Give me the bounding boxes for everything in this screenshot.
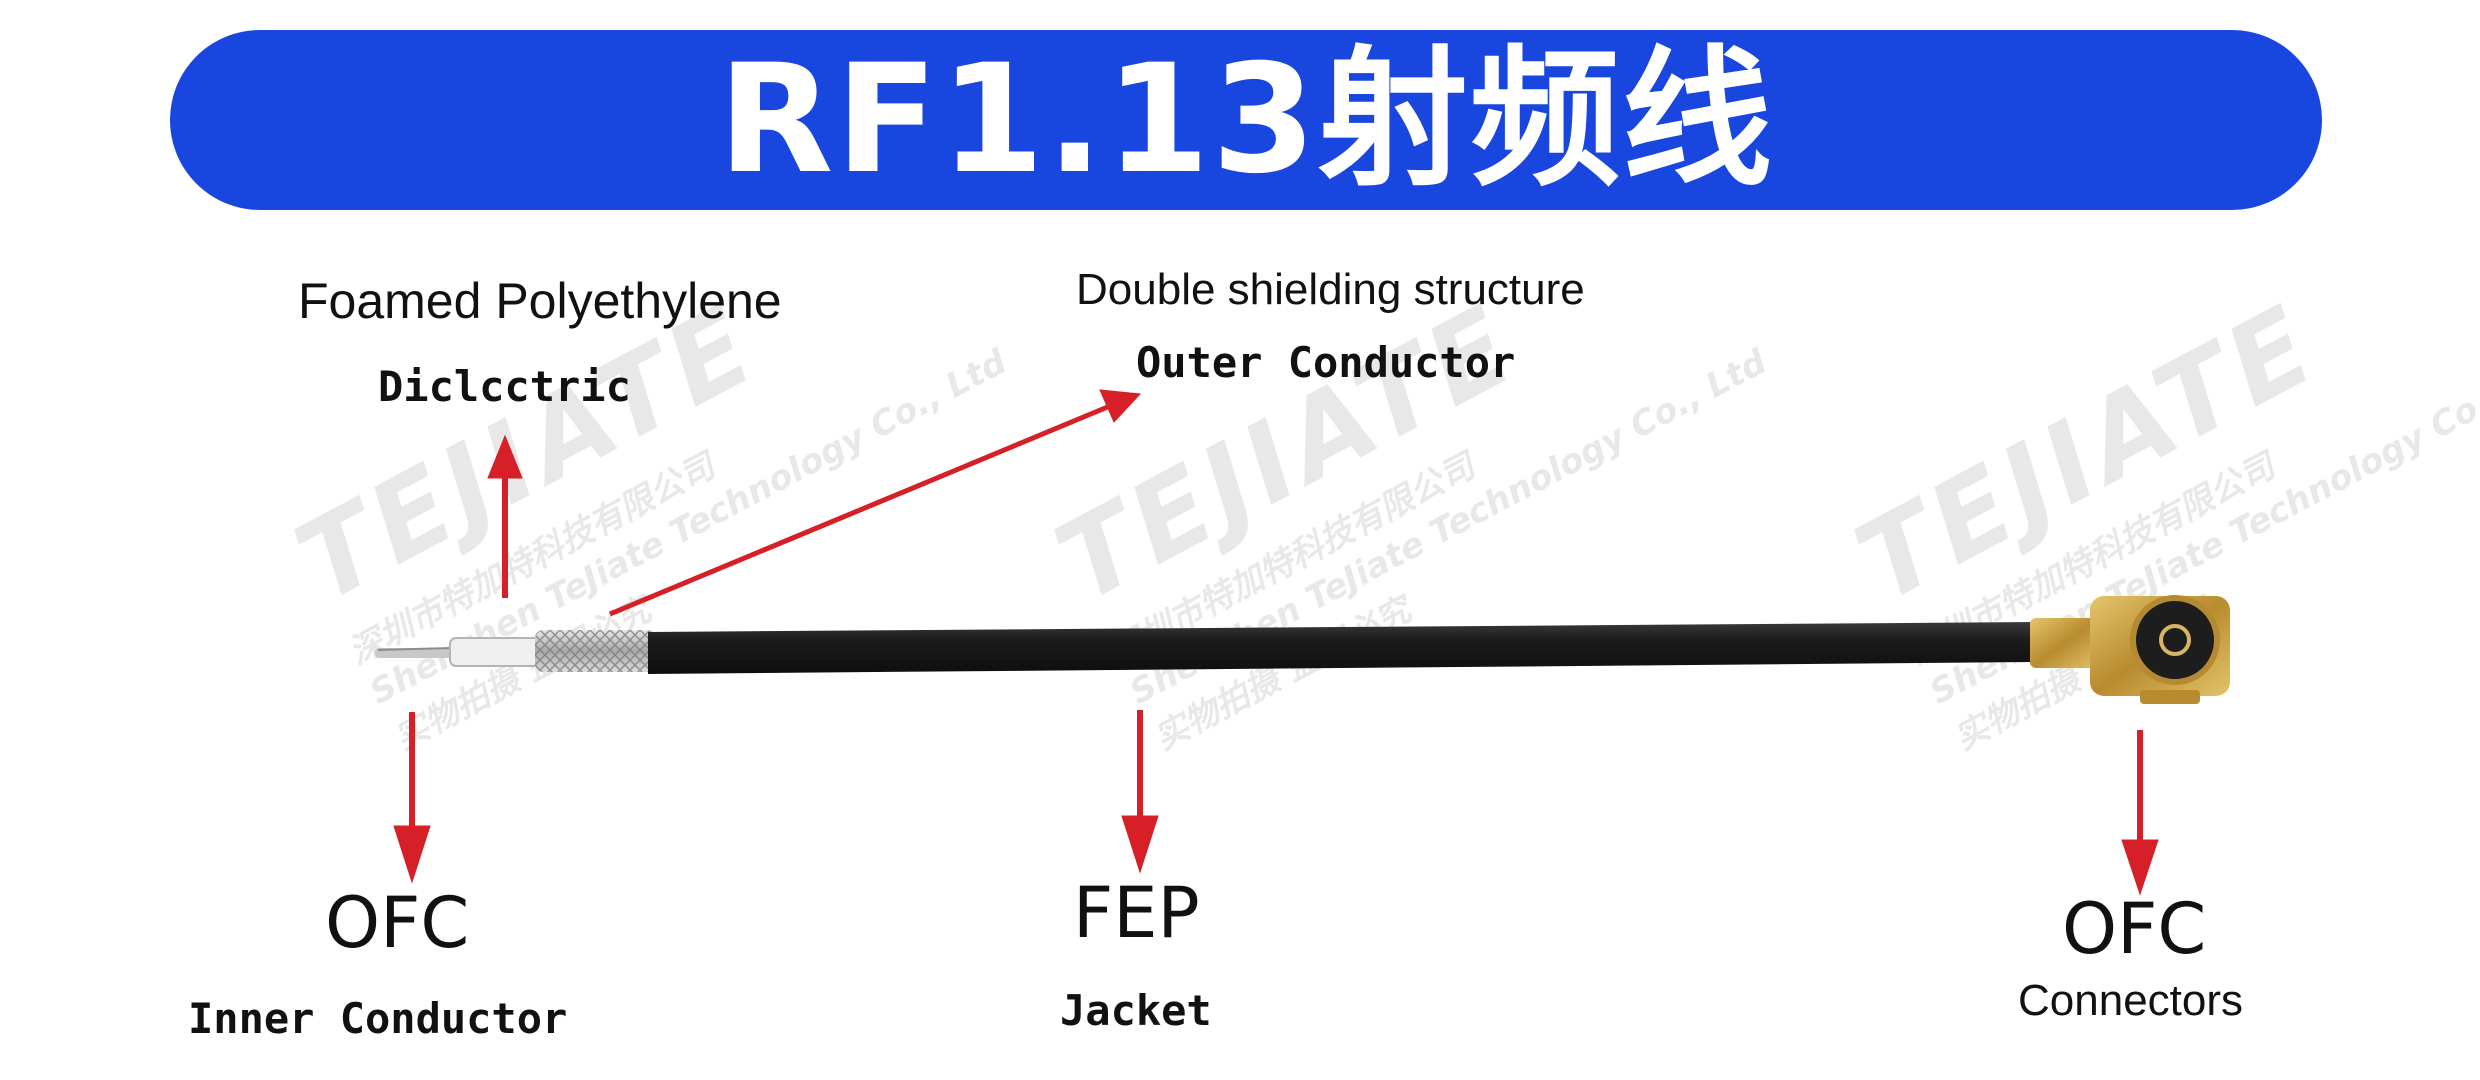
- page-title: RF1.13射频线: [717, 33, 1775, 207]
- label-inner-material: OFC: [325, 882, 470, 964]
- dielectric-layer: [449, 637, 541, 667]
- arrow-connector: [2121, 730, 2159, 896]
- cable-jacket: [648, 622, 2045, 674]
- arrow-inner-conductor: [393, 712, 431, 884]
- label-jacket-part: Jacket: [1060, 986, 1212, 1035]
- connector-body: [2030, 595, 2230, 704]
- title-banner: RF1.13射频线: [170, 30, 2322, 210]
- inner-conductor-wire: [375, 647, 455, 658]
- label-shield-material: Double shielding structure: [1076, 265, 1585, 314]
- label-jacket-material: FEP: [1073, 872, 1200, 954]
- arrow-outer-conductor: [609, 389, 1142, 617]
- label-connector-material: OFC: [2062, 888, 2207, 970]
- label-dielectric-part: Diclcctric: [378, 362, 631, 411]
- label-connector-part: Connectors: [2018, 976, 2244, 1025]
- arrow-dielectric: [487, 434, 523, 598]
- label-shield-part: Outer Conductor: [1136, 338, 1516, 387]
- label-dielectric-material: Foamed Polyethylene: [298, 273, 782, 329]
- arrow-jacket: [1121, 710, 1159, 874]
- outer-shield-braid: [535, 630, 655, 672]
- label-inner-part: Inner Conductor: [188, 994, 568, 1043]
